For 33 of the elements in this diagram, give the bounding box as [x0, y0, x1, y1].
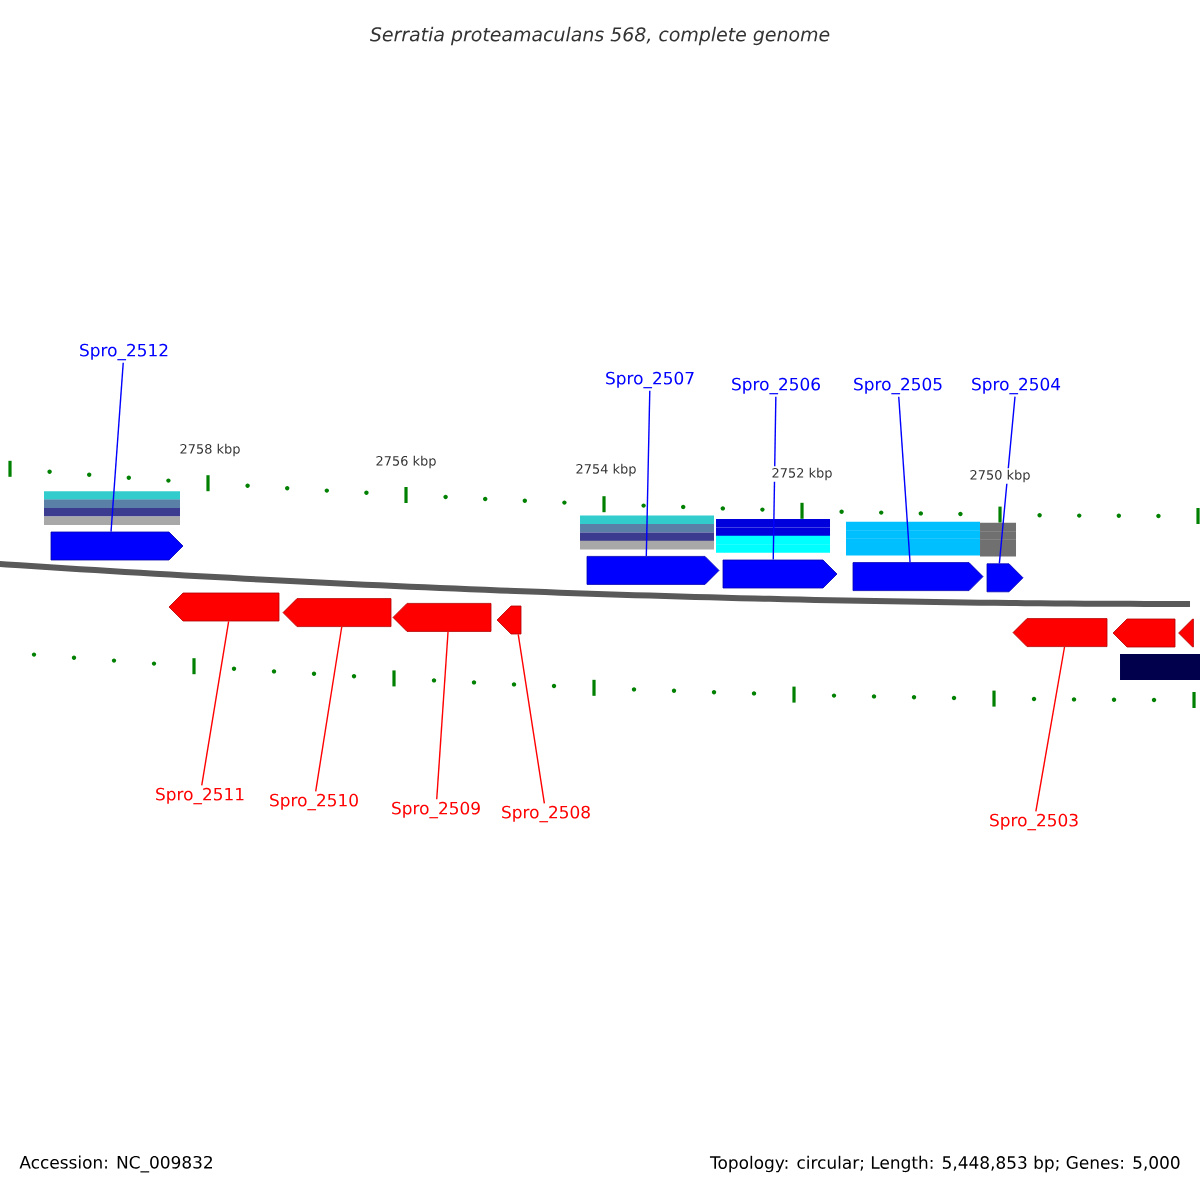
leader-line [110, 362, 124, 533]
gene-block [722, 559, 838, 589]
footer-text: Topology: circular; Length: 5,448,853 bp; Genes: 5,000 [709, 1155, 1180, 1173]
title: Serratia proteamaculans 568, complete genome [370, 26, 830, 46]
gene-label: Spro_2508 [502, 805, 590, 823]
gene-label: Spro_2509 [392, 801, 480, 819]
gene-label: Spro_2506 [732, 377, 820, 395]
gene-label: Spro_2512 [80, 343, 168, 361]
gene-block [168, 592, 280, 622]
gene-label: Spro_2504 [972, 377, 1061, 395]
gene-block [1012, 618, 1108, 647]
gene-block [282, 598, 392, 627]
footer-text: Accession: NC_009832 [19, 1155, 212, 1173]
gene-label: Spro_2507 [606, 371, 694, 389]
leader-line [645, 390, 651, 557]
leader-line [998, 396, 1016, 565]
leader-line [898, 396, 911, 563]
leader-line [1035, 646, 1066, 813]
gene-block [586, 556, 720, 585]
leader-line [201, 620, 230, 787]
gene-block [50, 531, 184, 561]
gene-label: Spro_2511 [156, 787, 244, 805]
gene-label: Spro_2503 [990, 813, 1078, 831]
leader-line [315, 626, 343, 793]
gene-label: Spro_2505 [854, 377, 942, 395]
leader-line [517, 633, 546, 805]
gene-block [1178, 618, 1194, 648]
gene-block [392, 603, 492, 632]
leader-line [436, 631, 449, 801]
gene-block [496, 605, 522, 635]
gene-label: Spro_2510 [270, 793, 358, 811]
gene-block [986, 563, 1024, 593]
leader-line [772, 396, 777, 561]
